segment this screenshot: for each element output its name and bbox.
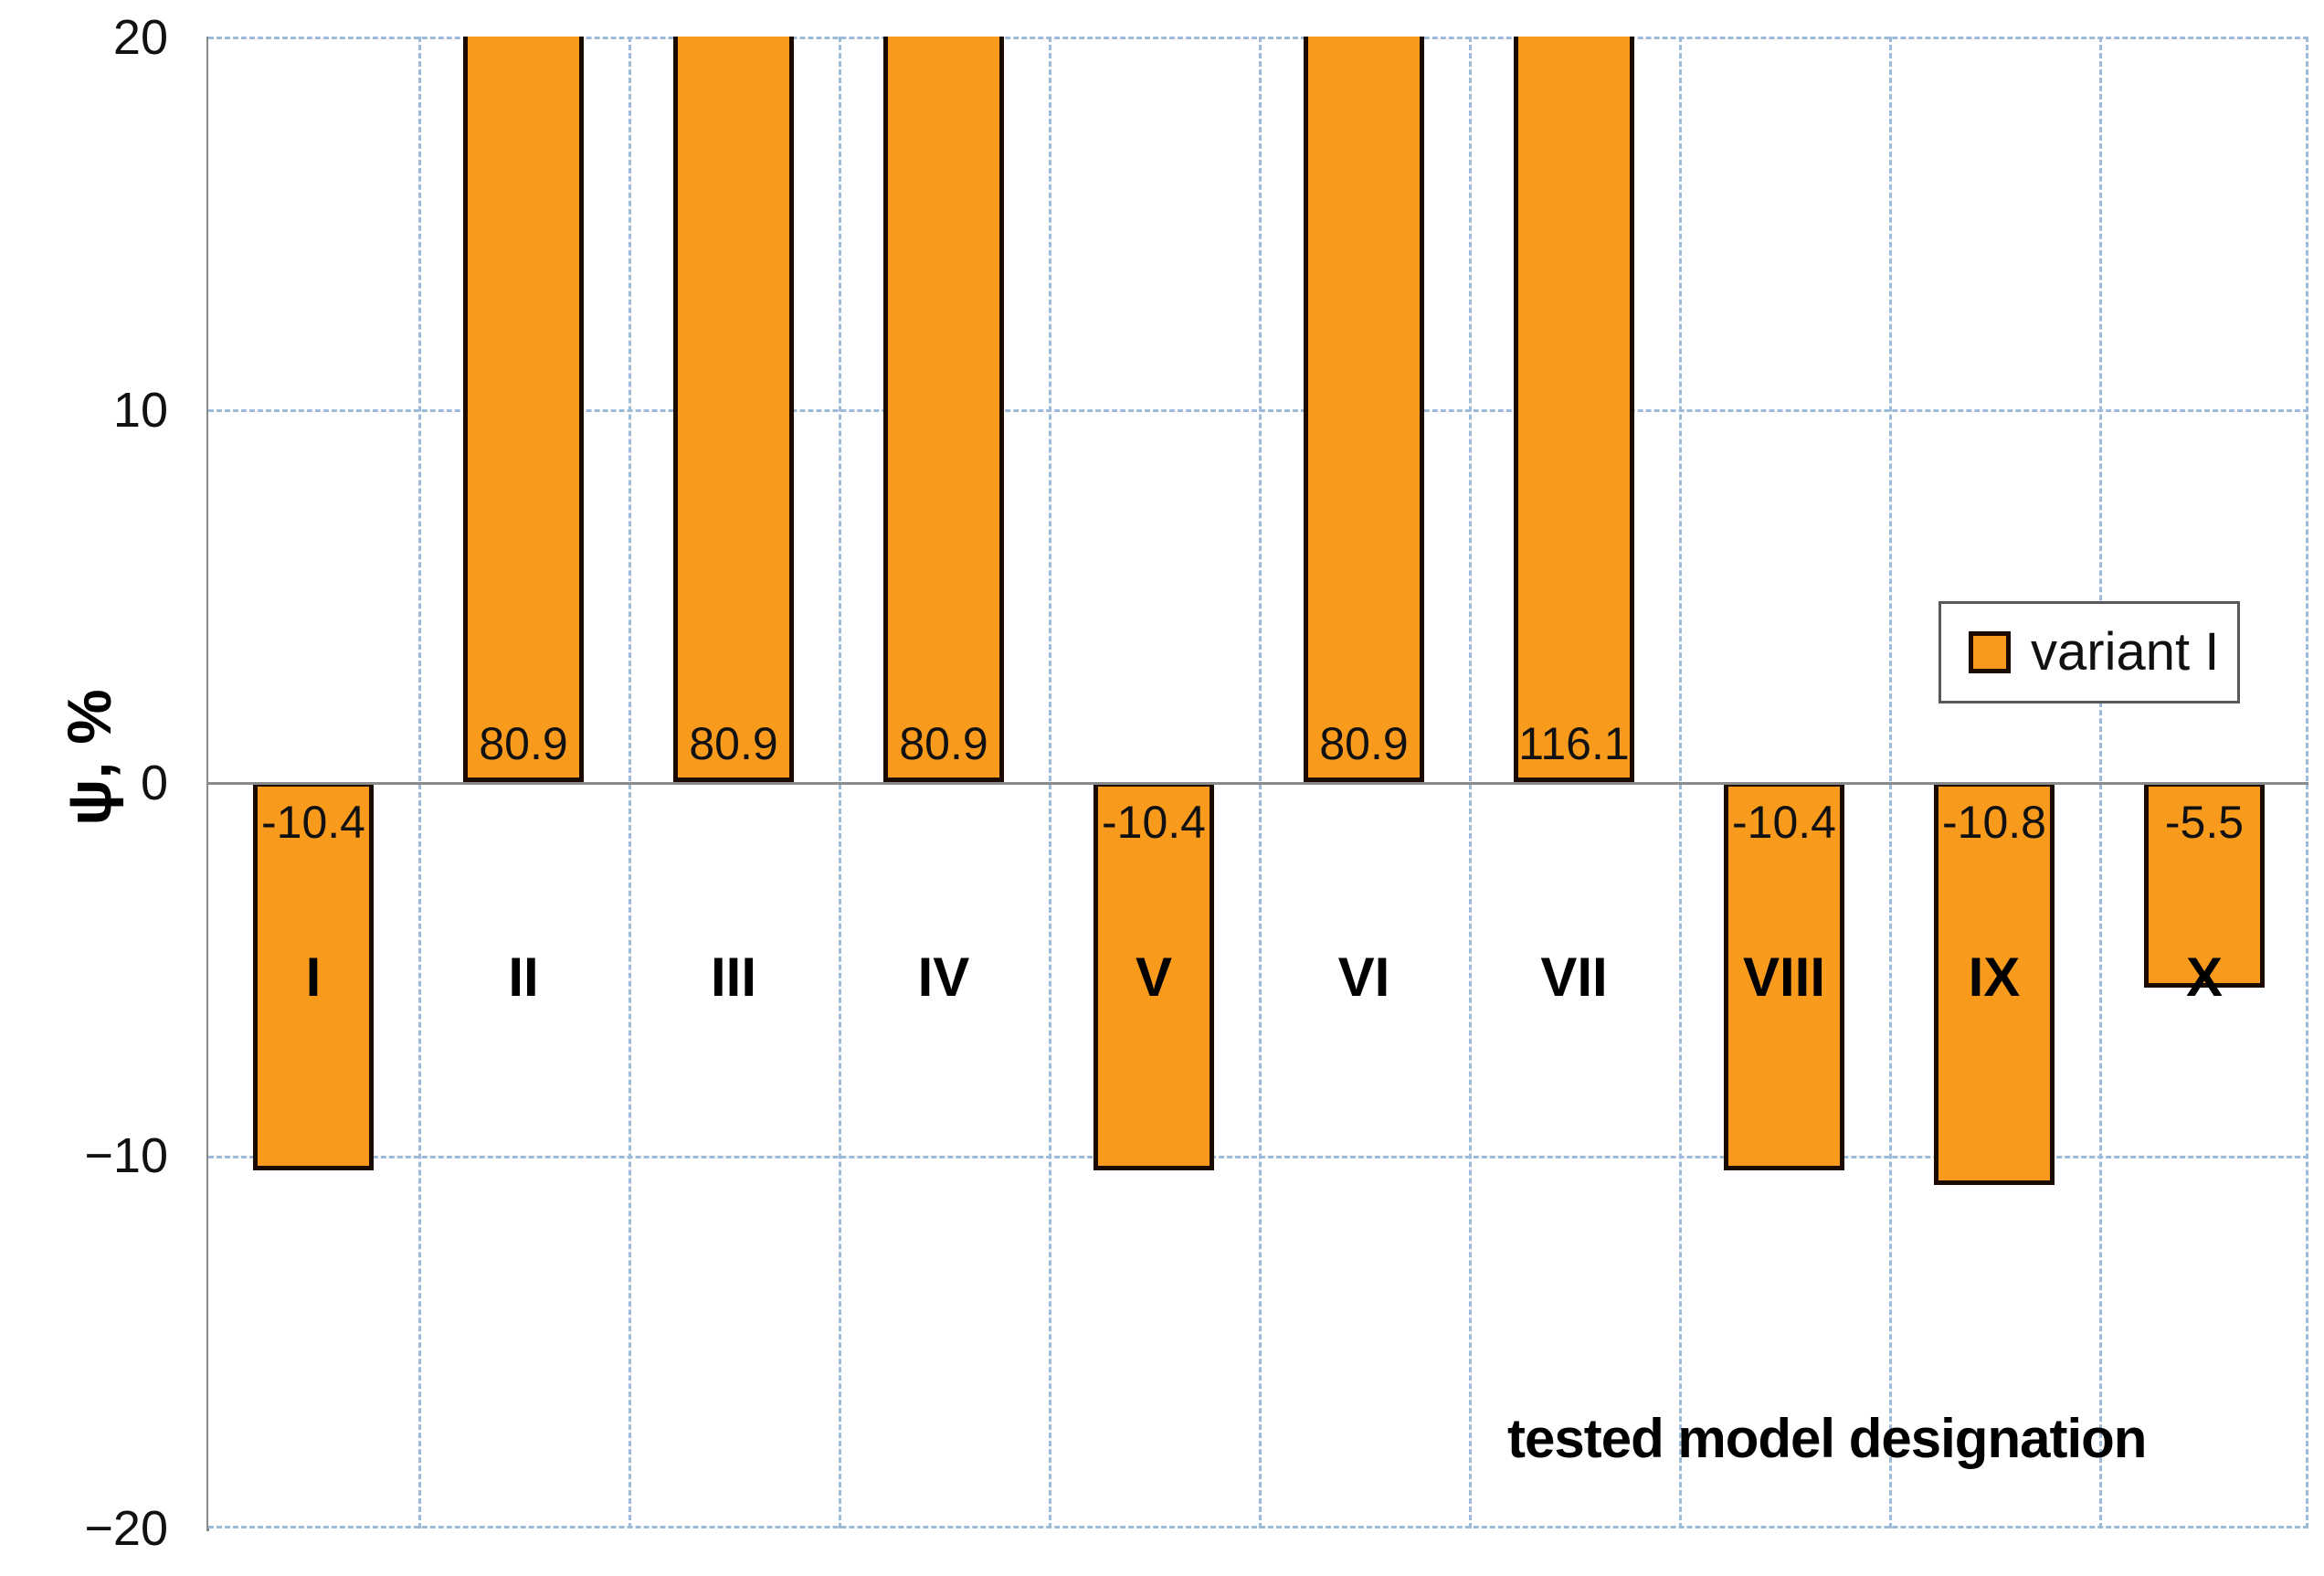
bar-V[interactable]: -10.4 xyxy=(1093,782,1214,1170)
x-axis-title: tested model designation xyxy=(1507,1408,2147,1469)
category-label-VI: VI xyxy=(1337,947,1390,1008)
bar-III[interactable]: 80.9 xyxy=(673,37,794,782)
y-tick-label-neg20: −20 xyxy=(84,1501,168,1556)
bar-value-label-IV: 80.9 xyxy=(899,718,988,769)
chart-legend[interactable]: variant I xyxy=(1938,601,2240,703)
gridline-y-0 xyxy=(208,782,2308,785)
bar-IV[interactable]: 80.9 xyxy=(883,37,1004,782)
category-label-IX: IX xyxy=(1968,947,2021,1008)
plot-area: -10.4 80.9 80.9 80.9 -10.4 80.9 116.1 -1… xyxy=(208,37,2308,1528)
bar-value-label-III: 80.9 xyxy=(689,718,778,769)
bar-X[interactable]: -5.5 xyxy=(2144,782,2265,988)
bar-I[interactable]: -10.4 xyxy=(253,782,374,1170)
gridline-y-10 xyxy=(208,409,2308,412)
bar-value-label-V: -10.4 xyxy=(1102,797,1206,848)
bar-VI[interactable]: 80.9 xyxy=(1304,37,1424,782)
gridline-y-20 xyxy=(208,37,2308,39)
category-label-III: III xyxy=(710,947,756,1008)
bar-value-label-II: 80.9 xyxy=(479,718,568,769)
y-tick-label-neg10: −10 xyxy=(84,1128,168,1183)
y-tick-label-20: 20 xyxy=(112,10,168,65)
y-axis-title: ψ, % xyxy=(55,689,124,826)
bar-value-label-IX: -10.8 xyxy=(1942,797,2046,848)
y-axis-spine xyxy=(206,37,209,1531)
category-label-II: II xyxy=(508,947,539,1008)
gridline-y-neg20 xyxy=(208,1526,2308,1528)
bar-II[interactable]: 80.9 xyxy=(463,37,584,782)
bar-value-label-VII: 116.1 xyxy=(1518,718,1630,769)
category-label-I: I xyxy=(305,947,322,1008)
y-tick-label-10: 10 xyxy=(112,383,168,438)
bar-value-label-VI: 80.9 xyxy=(1319,718,1409,769)
category-label-X: X xyxy=(2185,947,2224,1008)
legend-label-variant-i: variant I xyxy=(2031,622,2220,682)
bar-value-label-VIII: -10.4 xyxy=(1732,797,1836,848)
bar-value-label-X: -5.5 xyxy=(2164,797,2245,848)
bar-VII[interactable]: 116.1 xyxy=(1514,37,1634,782)
category-label-VII: VII xyxy=(1540,947,1608,1008)
y-tick-label-0: 0 xyxy=(140,756,168,810)
bar-value-label-I: -10.4 xyxy=(261,797,365,848)
category-label-VIII: VIII xyxy=(1742,947,1826,1008)
category-label-IV: IV xyxy=(917,947,970,1008)
category-label-V: V xyxy=(1135,947,1173,1008)
gridline-y-neg10 xyxy=(208,1156,2308,1158)
legend-swatch-variant-i xyxy=(1969,631,2011,673)
